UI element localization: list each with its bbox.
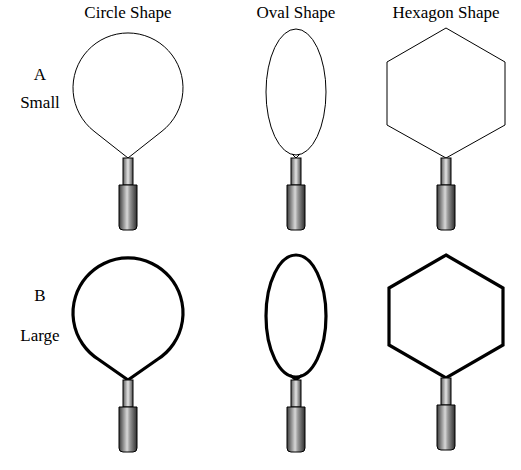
column-heading: Hexagon Shape xyxy=(392,4,499,23)
column-heading: Circle Shape xyxy=(84,4,171,23)
row-size: Small xyxy=(20,94,60,113)
large-oval-loop xyxy=(266,255,326,452)
row-letter: A xyxy=(34,66,46,85)
row-size: Large xyxy=(20,327,59,346)
row-letter: B xyxy=(34,287,45,306)
large-hexagon-loop xyxy=(389,255,503,450)
large-circle-loop xyxy=(73,258,183,452)
small-oval-loop xyxy=(266,29,326,230)
small-circle-loop xyxy=(73,33,183,230)
column-heading: Oval Shape xyxy=(257,4,336,23)
small-hexagon-loop xyxy=(387,28,505,230)
